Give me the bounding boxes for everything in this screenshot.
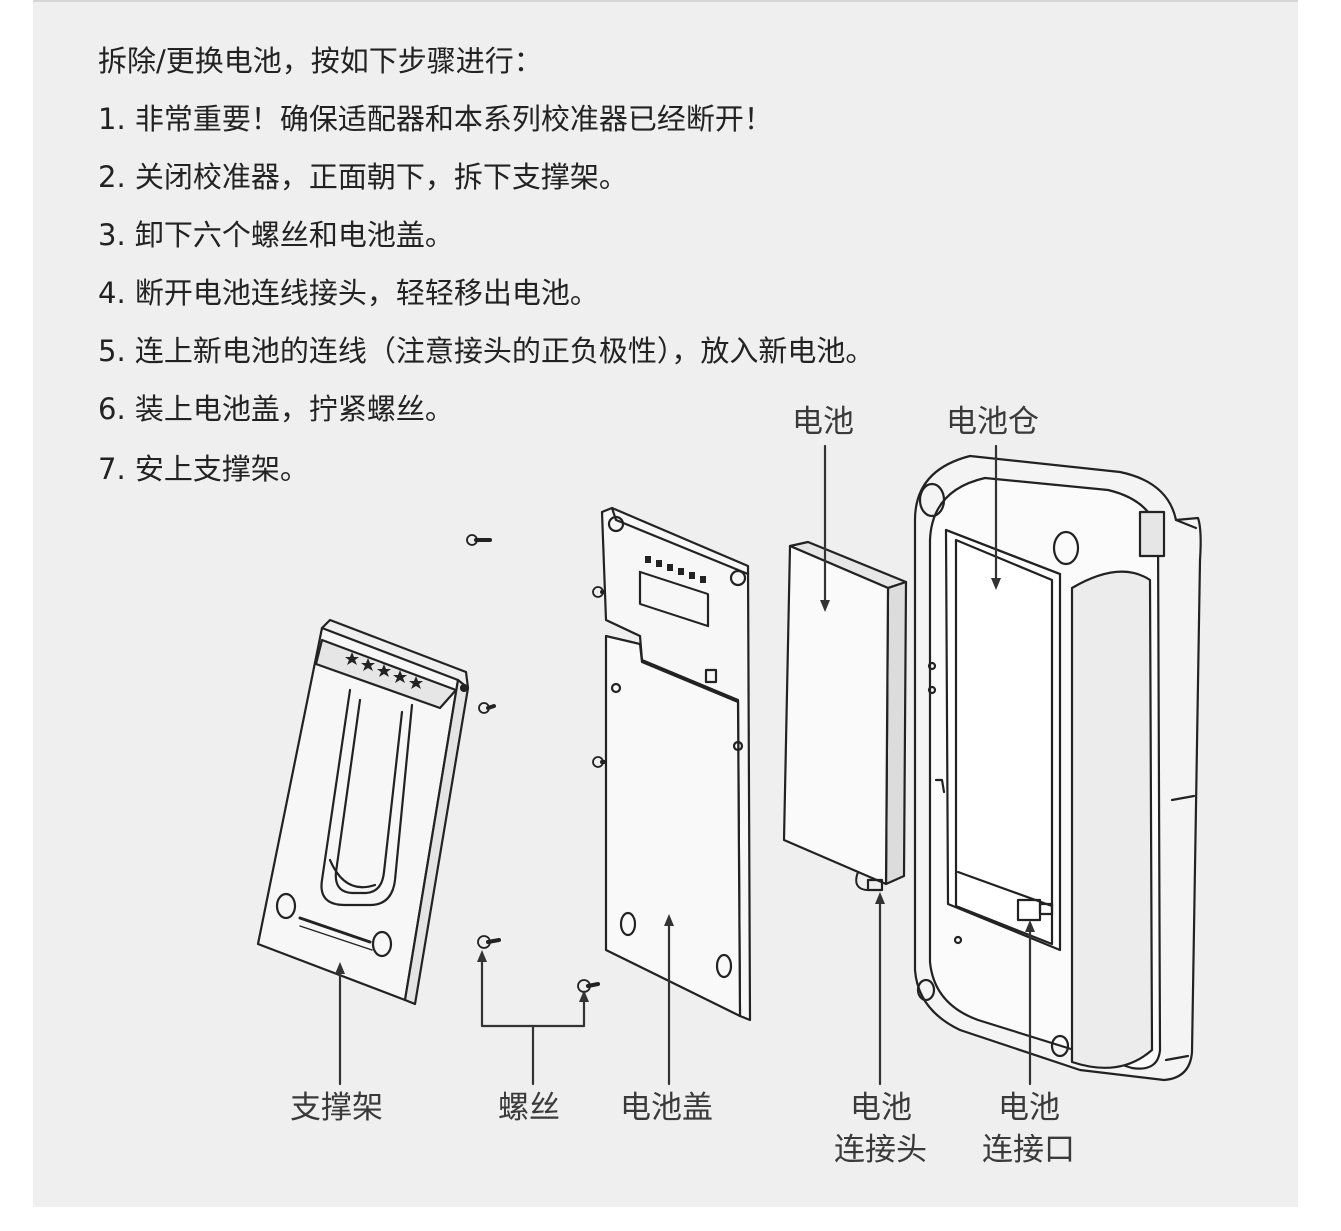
label-connector-port-line1: 电池 [998, 1090, 1060, 1126]
screw-4 [577, 979, 600, 993]
screw-3 [477, 935, 501, 949]
instruction-step-4: 4. 断开电池连线接头，轻轻移出电池。 [98, 276, 599, 310]
instruction-step-1: 1. 非常重要！确保适配器和本系列校准器已经断开！ [98, 102, 773, 136]
label-stand: 支撑架 [290, 1090, 383, 1126]
instruction-step-3: 3. 卸下六个螺丝和电池盖。 [98, 218, 454, 252]
instructions-intro: 拆除/更换电池，按如下步骤进行： [98, 44, 543, 78]
battery-compartment-part [913, 454, 1202, 1082]
label-battery-compartment: 电池仓 [946, 404, 1039, 440]
battery-cover-part [600, 506, 752, 1022]
label-screws: 螺丝 [498, 1090, 560, 1126]
label-connector-port-line2: 连接口 [982, 1132, 1075, 1168]
label-battery-cover: 电池盖 [620, 1090, 713, 1126]
instruction-step-5: 5. 连上新电池的连线（注意接头的正负极性），放入新电池。 [98, 334, 875, 368]
label-battery: 电池 [792, 404, 854, 440]
label-connector-plug-line1: 电池 [850, 1090, 912, 1126]
stand-part [256, 618, 470, 1006]
screw-2 [478, 702, 496, 714]
instruction-step-7: 7. 安上支撑架。 [98, 452, 309, 486]
screw-1 [466, 534, 492, 546]
label-connector-plug-line2: 连接头 [834, 1132, 927, 1168]
leader-lines [335, 444, 1035, 1086]
instruction-step-2: 2. 关闭校准器，正面朝下，拆下支撑架。 [98, 160, 628, 194]
instruction-step-6: 6. 装上电池盖，拧紧螺丝。 [98, 392, 454, 426]
screw-group [466, 534, 616, 993]
battery-part [782, 540, 908, 892]
stand-star-row [345, 652, 423, 689]
